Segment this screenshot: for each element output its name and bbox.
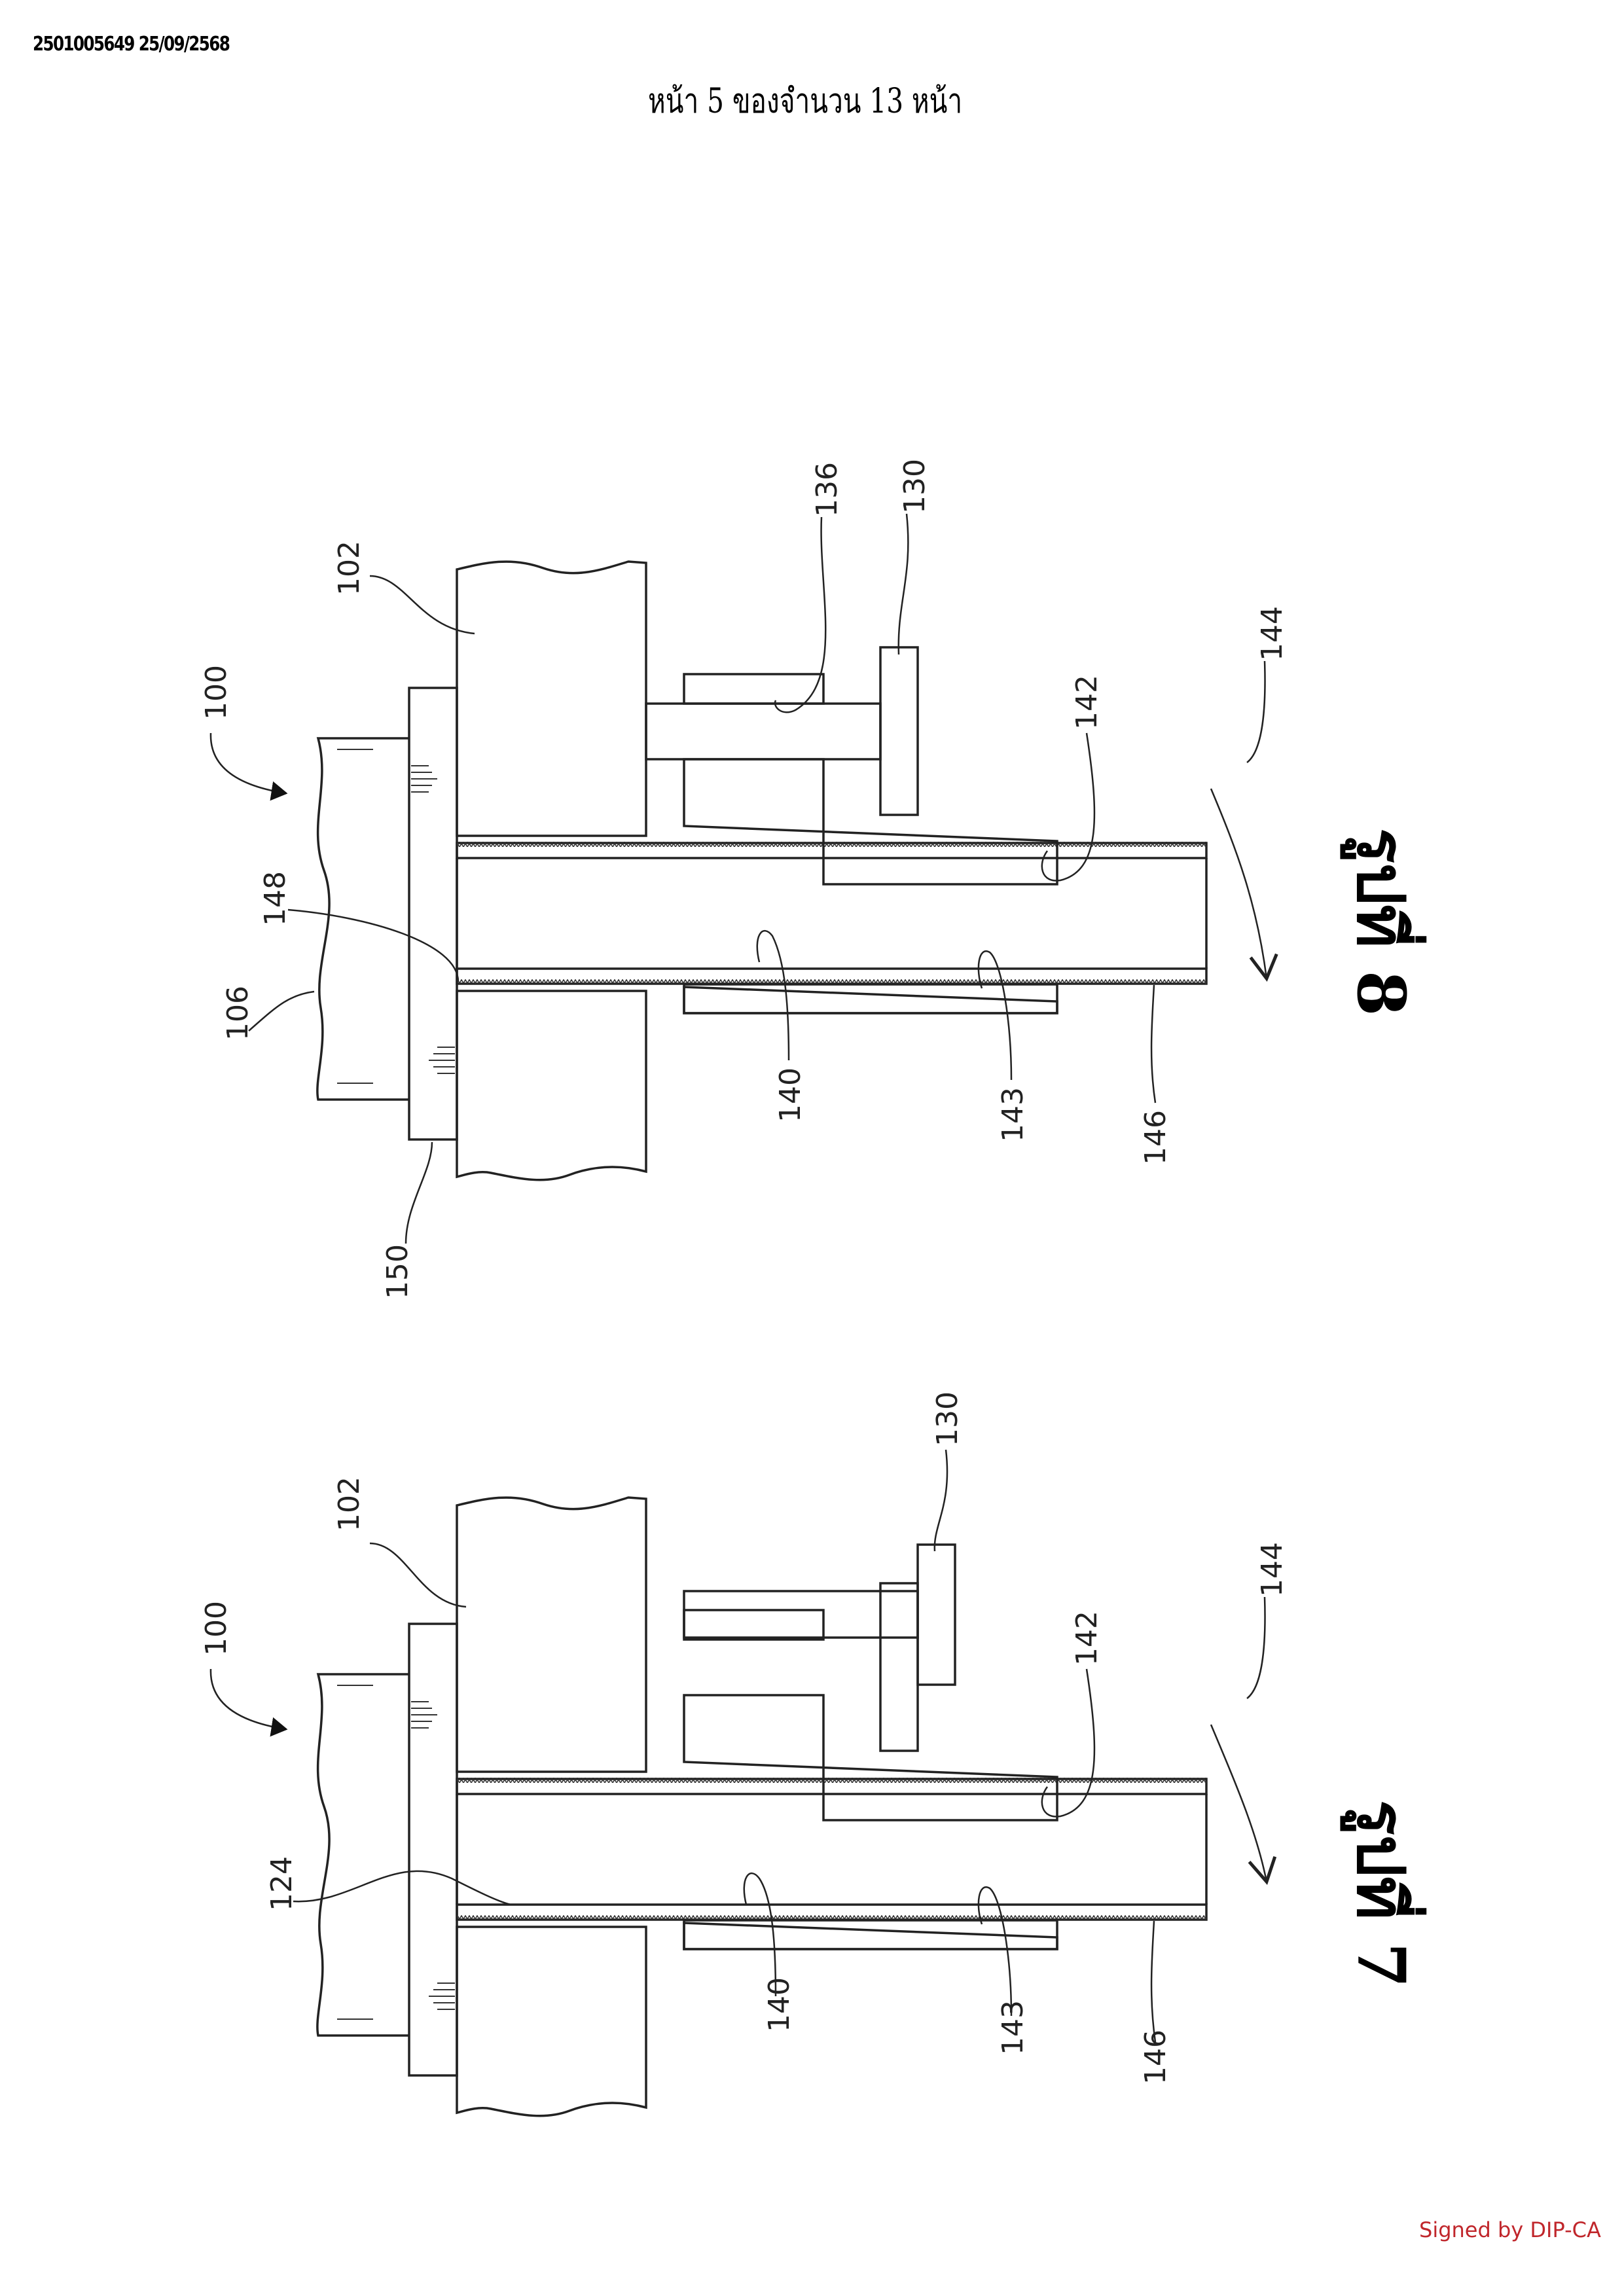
- label-102: 102: [333, 541, 366, 596]
- label-142: 142: [1070, 1611, 1104, 1666]
- rod-136: [645, 702, 882, 761]
- label-142: 142: [1070, 675, 1104, 730]
- label-143: 143: [996, 1087, 1030, 1142]
- page-number-header: หน้า 5 ของจำนวน 13 หน้า: [648, 82, 963, 121]
- figure-8-caption: รูปที่ 8: [1340, 828, 1427, 1016]
- label-146: 146: [1139, 1110, 1172, 1165]
- label-144: 144: [1255, 1542, 1289, 1597]
- figure-8: 100 102 148 106 150 136 130 142 144 140 …: [200, 459, 1427, 1299]
- label-130: 130: [898, 459, 931, 514]
- label-146: 146: [1139, 2030, 1172, 2085]
- label-150: 150: [381, 1244, 414, 1299]
- label-140: 140: [763, 1977, 796, 2032]
- label-100: 100: [200, 665, 233, 720]
- document-id-stamp: 2501005649 25/09/2568: [33, 33, 230, 56]
- figure-7-reference-numerals: 100 102 124 130 142 144 140 143 146: [200, 1391, 1289, 2085]
- label-136: 136: [810, 462, 844, 517]
- label-143: 143: [996, 2000, 1030, 2055]
- figure-7: 100 102 124 130 142 144 140 143 146 รูปท…: [200, 1391, 1427, 2117]
- label-140: 140: [774, 1067, 807, 1122]
- label-130: 130: [931, 1391, 964, 1446]
- figure-8-reference-numerals: 100 102 148 106 150 136 130 142 144 140 …: [200, 459, 1289, 1299]
- digital-signature-stamp: Signed by DIP-CA: [1419, 2217, 1601, 2242]
- label-144: 144: [1255, 606, 1289, 661]
- arrow-100-fig7: [209, 1668, 288, 1737]
- flange-130-fig7: [916, 1543, 956, 1686]
- label-102: 102: [333, 1477, 366, 1532]
- label-106: 106: [221, 986, 255, 1041]
- arrow-100: [209, 732, 288, 801]
- rod-136-fig7: [683, 1590, 919, 1639]
- figure-7-caption: รูปที่ 7: [1340, 1800, 1427, 1988]
- label-100: 100: [200, 1601, 233, 1656]
- label-148: 148: [259, 871, 292, 926]
- label-124: 124: [265, 1856, 298, 1911]
